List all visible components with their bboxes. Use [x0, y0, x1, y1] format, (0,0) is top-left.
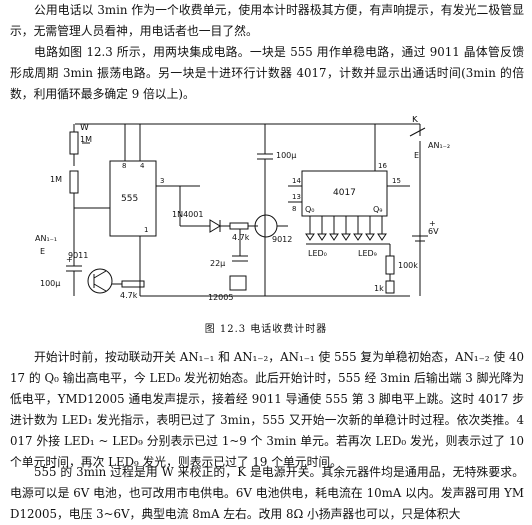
pin-1: 1: [144, 226, 148, 234]
label-cap-100-b: 100μ: [276, 151, 296, 160]
label-led9: LED₉: [358, 249, 377, 258]
pin-15: 15: [392, 177, 401, 185]
circuit-schematic: W 1M 1M 555 8 4 3 1 1N4001 4.7k 4.7k 22μ…: [35, 116, 450, 302]
label-res-47-a: 4.7k: [232, 233, 250, 242]
label-6v: 6V: [428, 227, 439, 236]
label-4017: 4017: [333, 188, 356, 198]
paragraph-circuit: 电路如图 12.3 所示，用两块集成电路。一块是 555 用作单稳电路，通过 9…: [10, 45, 524, 101]
label-plus-b: +: [66, 255, 73, 264]
label-r1m: 1M: [50, 175, 62, 184]
pin-8-b: 8: [292, 205, 296, 213]
label-an1-1: AN₁₋₁: [35, 234, 57, 243]
paragraph-components: 555 的 3min 过程是用 W 来校正的，K 是电源开关。其余元器件均是通用…: [10, 465, 524, 521]
label-plus: +: [429, 219, 436, 228]
label-9011: 9011: [68, 251, 88, 260]
pin-8: 8: [122, 162, 126, 170]
label-diode: 1N4001: [172, 210, 203, 219]
label-led0: LED₀: [308, 249, 327, 258]
label-an1-2: AN₁₋₂: [428, 141, 450, 150]
label-q9: Q₉: [373, 205, 383, 214]
label-100k: 100k: [398, 261, 418, 270]
label-e-left: E: [40, 247, 45, 256]
pin-14: 14: [292, 177, 301, 185]
label-w: W: [80, 123, 89, 133]
label-1k: 1k: [374, 284, 384, 293]
label-cap-22: 22μ: [210, 259, 225, 268]
label-e-right: E: [414, 151, 419, 160]
label-w-value: 1M: [80, 135, 92, 144]
label-555: 555: [121, 194, 138, 204]
label-q0: Q₀: [305, 205, 315, 214]
pin-16: 16: [378, 162, 387, 170]
pin-4: 4: [140, 162, 145, 170]
pin-3: 3: [160, 177, 164, 185]
label-switch-k: K: [412, 116, 419, 125]
pin-13: 13: [292, 193, 301, 201]
label-9012: 9012: [272, 235, 292, 244]
figure-caption: 图 12.3 电话收费计时器: [204, 324, 328, 335]
label-speaker: 12005: [208, 293, 233, 302]
paragraph-operation: 开始计时前，按动联动开关 AN₁₋₁ 和 AN₁₋₂，AN₁₋₁ 使 555 复…: [10, 350, 524, 469]
paragraph-intro: 公用电话以 3min 作为一个收费单元，使用本计时器极其方便，有声响提示，有发光…: [10, 3, 524, 38]
label-cap-100-a: 100μ: [40, 279, 60, 288]
label-res-47-b: 4.7k: [120, 291, 138, 300]
